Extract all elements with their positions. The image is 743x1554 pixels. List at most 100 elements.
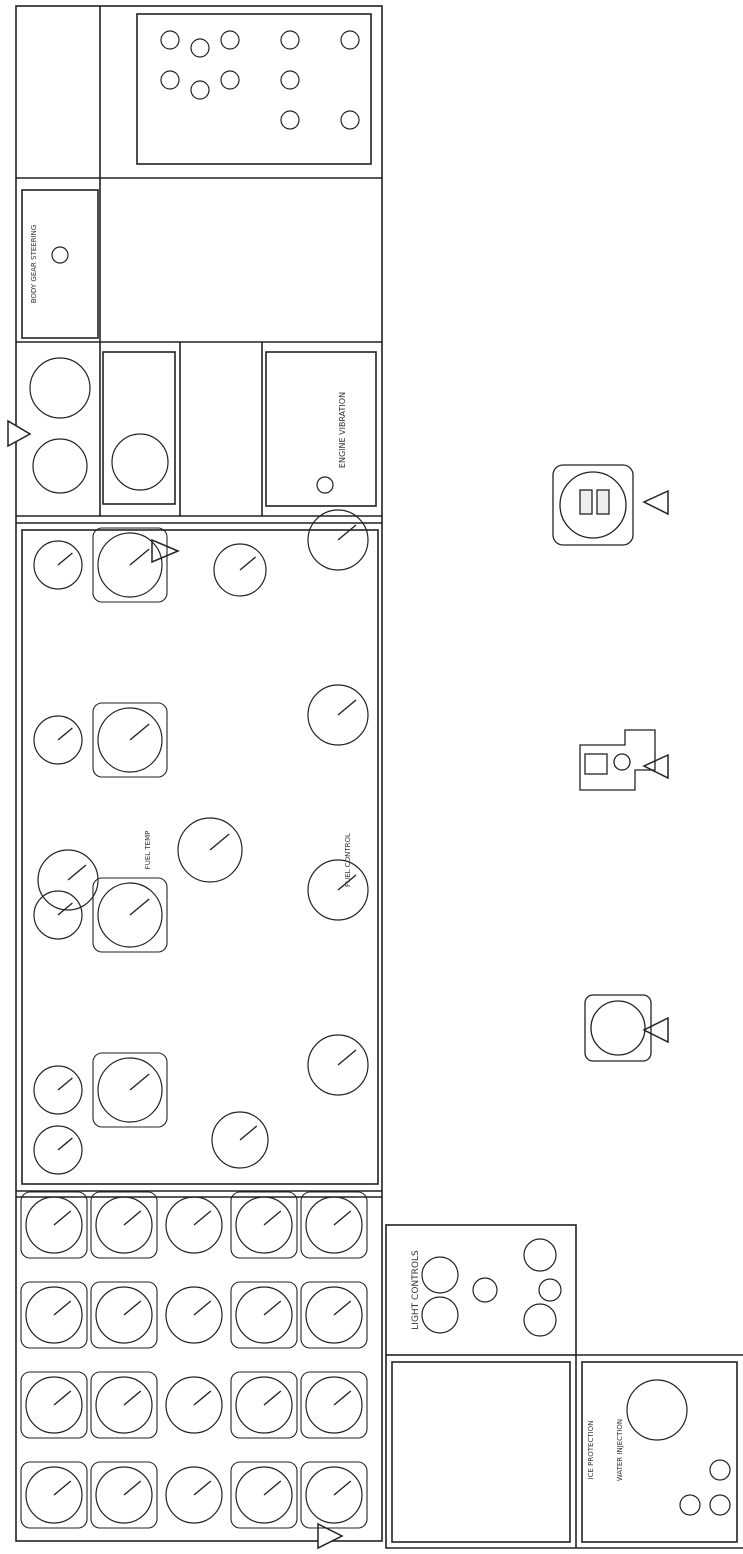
engine-gauge-bezel (230, 1371, 298, 1439)
pointer-triangle (642, 489, 669, 516)
body-gear-steering-subpanel (21, 189, 99, 339)
engine-gauge (305, 1286, 363, 1344)
fuel-flow-gauge-needle (337, 524, 357, 541)
engine-gauge (95, 1466, 153, 1524)
fuel-temp-label: FUEL TEMP (144, 831, 152, 870)
engine-gauge (25, 1196, 83, 1254)
engine-gauge (95, 1196, 153, 1254)
fuel-temp-gauge (97, 707, 163, 773)
engine-gauge-needle (53, 1210, 72, 1226)
engine-gauge-needle (263, 1300, 282, 1316)
ice-protection-label: ICE PROTECTION (587, 1421, 595, 1480)
engine-gauge (235, 1376, 293, 1434)
engine-gauge-grid (20, 1191, 368, 1529)
fuel-temp-gauge-bezel (92, 1052, 168, 1128)
pointer-triangle (7, 419, 32, 448)
fuel-flow-gauge (307, 1034, 369, 1096)
engine-gauge-needle (193, 1300, 212, 1316)
engine-gauge (235, 1286, 293, 1344)
engine-gauge-bezel (20, 1371, 88, 1439)
fuel-quantity-gauge (177, 817, 243, 883)
water-injection-gauge (626, 1379, 688, 1441)
fuel-quantity-gauge-needle (57, 727, 73, 741)
light-controls-subpanel (385, 1224, 577, 1356)
engine-gauge (305, 1196, 363, 1254)
fuel-control-label: FUEL CONTROL (344, 833, 352, 887)
engine-gauge-bezel (90, 1281, 158, 1349)
fuel-flow-gauge-needle (337, 699, 357, 716)
engine-gauge-needle (333, 1390, 352, 1406)
engine-gauge-bezel (230, 1281, 298, 1349)
engine-gauge-needle (193, 1210, 212, 1226)
fuel-quantity-gauge-needle (239, 556, 257, 571)
fuel-panel-dials (33, 509, 369, 1175)
fuel-flow-gauge-needle (337, 874, 357, 891)
pointer-triangles (7, 419, 669, 1550)
pointer-triangle (642, 753, 669, 780)
fuel-temp-gauge-needle (129, 723, 150, 741)
engine-gauge-needle (333, 1210, 352, 1226)
engine-gauge-needle (263, 1480, 282, 1496)
light-controls-label: LIGHT CONTROLS (411, 1250, 421, 1330)
engine-vibration-subpanel (265, 351, 377, 507)
pointer-triangle (151, 538, 180, 564)
fuel-temp-gauge-needle (129, 1073, 150, 1091)
fuel-flow-gauge (307, 684, 369, 746)
engine-gauge-needle (53, 1480, 72, 1496)
fuel-temp-gauge-bezel (92, 877, 168, 953)
engine-gauge-needle (193, 1390, 212, 1406)
fuel-panel-frame (21, 529, 379, 1185)
engine-gauge-bezel (300, 1371, 368, 1439)
body-gear-steering-label: BODY GEAR STEERING (30, 225, 38, 304)
light-knob (472, 1277, 498, 1303)
fuel-temp-gauge (97, 882, 163, 948)
fuel-flow-gauge-needle (337, 1049, 357, 1066)
engine-gauge (95, 1376, 153, 1434)
engine-gauge (165, 1286, 223, 1344)
fuel-quantity-gauge-needle (57, 1077, 73, 1091)
panel-labels: LIGHT CONTROLS ENGINE VIBRATION BODY GEA… (30, 225, 624, 1481)
engine-gauge-needle (333, 1480, 352, 1496)
engine-gauge (165, 1376, 223, 1434)
upper-panel-dials (29, 30, 731, 1516)
main-panel-frame (15, 5, 383, 1542)
fuel-quantity-gauge (213, 543, 267, 597)
engine-gauge-bezel (20, 1461, 88, 1529)
engine-gauge (25, 1466, 83, 1524)
engine-gauge-bezel (90, 1371, 158, 1439)
engine-gauge-bezel (90, 1461, 158, 1529)
engine-gauge (95, 1286, 153, 1344)
engine-gauge-needle (53, 1300, 72, 1316)
engine-gauge-needle (123, 1210, 142, 1226)
pointer-triangle (642, 1016, 669, 1044)
callout-instruments (552, 464, 656, 1062)
fuel-temp-gauge (97, 532, 163, 598)
engine-gauge-needle (123, 1480, 142, 1496)
callout-dial-frame (552, 464, 634, 546)
engine-gauge-bezel (20, 1281, 88, 1349)
water-injection-label: WATER INJECTION (616, 1419, 624, 1481)
light-knob (538, 1278, 562, 1302)
fuel-quantity-gauge (33, 715, 83, 765)
ice-protection-subpanel (136, 13, 372, 165)
engine-gauge-needle (333, 1300, 352, 1316)
engine-gauge-needle (263, 1390, 282, 1406)
engine-gauge-needle (123, 1390, 142, 1406)
fuel-quantity-gauge-needle (57, 1137, 73, 1151)
fuel-flow-gauge (307, 859, 369, 921)
engine-gauge-needle (53, 1390, 72, 1406)
clock-dial (29, 357, 91, 419)
pressure-dial (111, 433, 169, 491)
engine-gauge (235, 1466, 293, 1524)
callout-dial-frame (584, 994, 652, 1062)
fuel-quantity-gauge (33, 1065, 83, 1115)
engine-gauge (25, 1286, 83, 1344)
fuel-quantity-gauge (33, 540, 83, 590)
fuel-quantity-gauge (33, 1125, 83, 1175)
fuel-temp-gauge-needle (129, 548, 150, 566)
fuel-quantity-gauge-needle (209, 833, 230, 851)
fuel-quantity-gauge-needle (239, 1125, 258, 1141)
engine-gauge-bezel (300, 1281, 368, 1349)
engine-gauge (305, 1376, 363, 1434)
clock-dial (32, 438, 88, 494)
